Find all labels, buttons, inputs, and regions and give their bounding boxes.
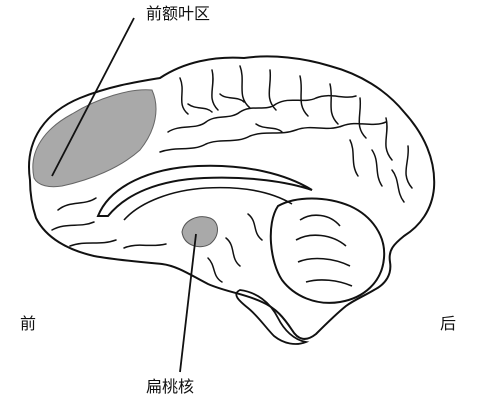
prefrontal-leader-line <box>51 17 135 177</box>
corpus-callosum <box>96 164 313 217</box>
label-prefrontal-cortex: 前额叶区 <box>146 4 211 23</box>
amygdala-leader-line <box>179 233 197 373</box>
brain-outline <box>28 55 436 340</box>
brainstem <box>235 289 310 345</box>
cerebellum <box>269 197 386 304</box>
prefrontal-region <box>32 89 157 188</box>
label-front: 前 <box>20 314 37 333</box>
label-back: 后 <box>440 314 457 333</box>
sulci <box>51 65 413 283</box>
label-amygdala: 扁桃核 <box>146 377 195 396</box>
amygdala-region <box>181 216 218 248</box>
